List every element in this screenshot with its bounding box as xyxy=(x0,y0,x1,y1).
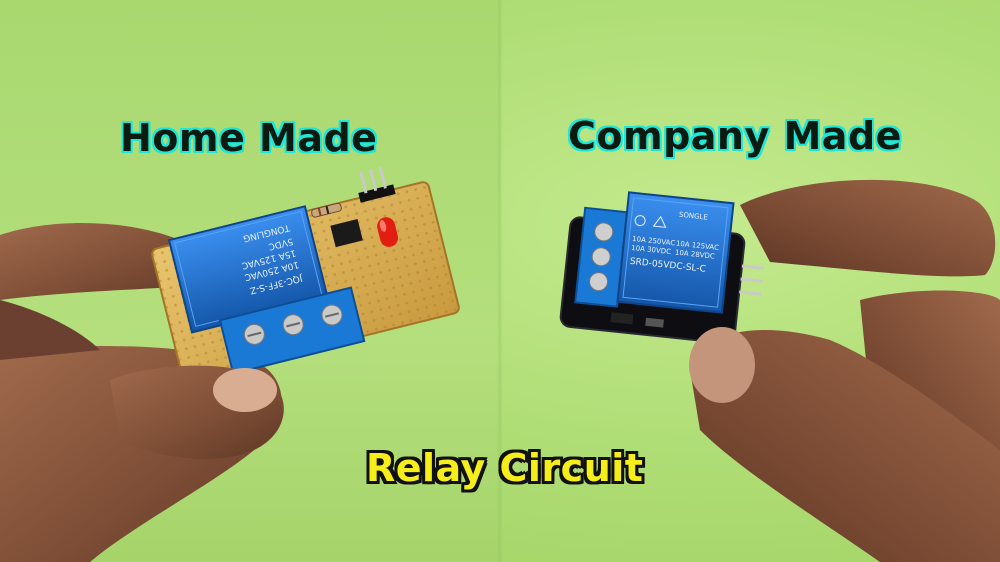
company-made-relay-module: SONGLE 10A 250VAC 10A 30VDC 10A 125VAC 1… xyxy=(559,191,764,345)
company-made-caption: Company Made xyxy=(568,114,902,158)
photo-seam xyxy=(497,0,503,562)
right-thumb xyxy=(689,327,1000,562)
home-made-caption: Home Made xyxy=(120,116,378,160)
relay-circuit-caption: Relay Circuit xyxy=(366,446,644,490)
company-relay-brand: SONGLE xyxy=(679,211,709,222)
home-made-relay-board: JQC-3FF-S-Z 10A 250VAC 15A 125VAC 5VDC T… xyxy=(151,166,460,381)
left-thumb xyxy=(110,365,284,460)
